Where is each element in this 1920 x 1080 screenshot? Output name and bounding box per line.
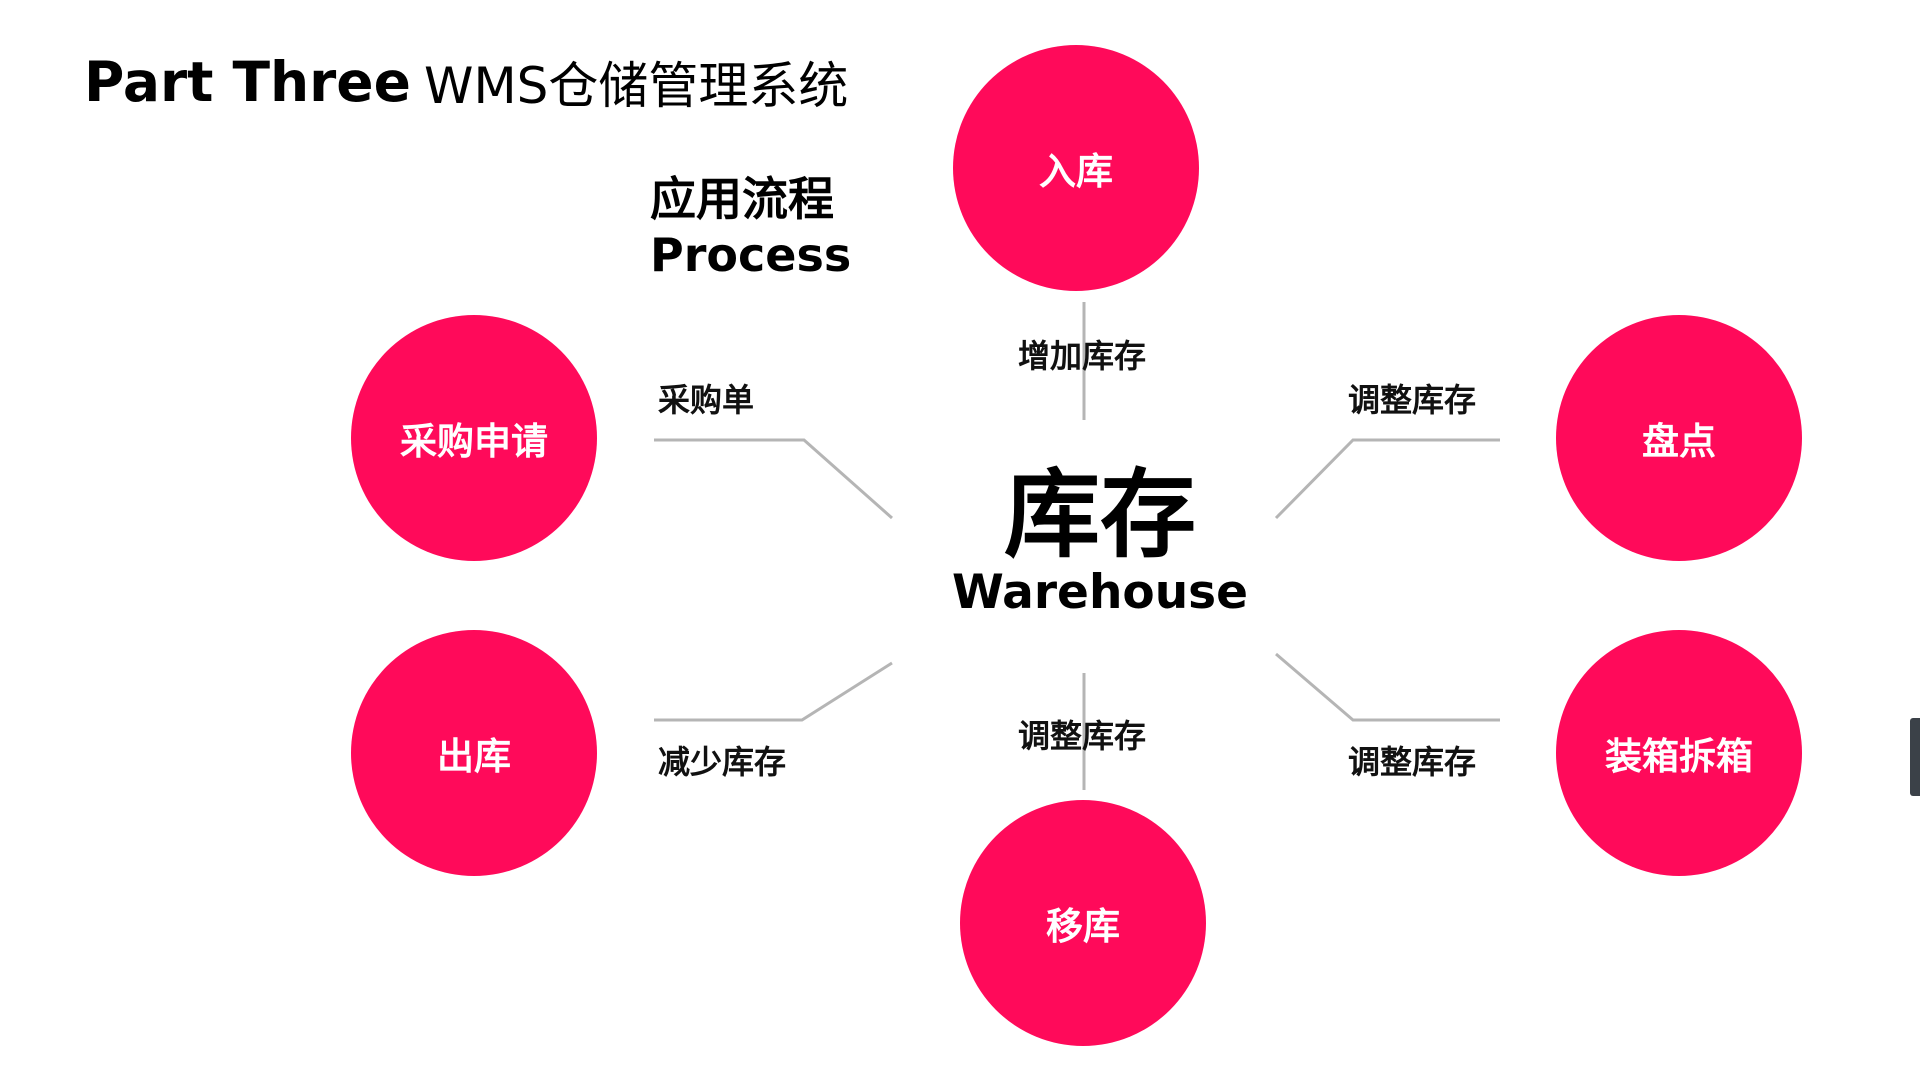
- node-transfer: 移库: [960, 800, 1206, 1046]
- node-inbound: 入库: [953, 45, 1199, 291]
- node-outbound-label: 出库: [437, 735, 511, 778]
- edge-label-stocktake: 调整库存: [1348, 381, 1477, 419]
- connector-upper-left: [654, 438, 893, 520]
- slide-title: WMS仓储管理系统: [424, 57, 849, 115]
- edge-label-pack-unpack: 调整库存: [1348, 743, 1477, 781]
- center-title-en: Warehouse: [952, 565, 1248, 620]
- node-pack-unpack: 装箱拆箱: [1556, 630, 1802, 876]
- connector-upper-right: [1274, 438, 1500, 520]
- node-outbound: 出库: [351, 630, 597, 876]
- center-title-cn: 库存: [1004, 459, 1196, 571]
- node-inbound-label: 入库: [1039, 150, 1113, 193]
- node-pack-unpack-label: 装箱拆箱: [1605, 735, 1753, 778]
- node-purchase-request-label: 采购申请: [400, 420, 548, 463]
- node-stocktake-label: 盘点: [1642, 420, 1716, 463]
- side-scroll-tab[interactable]: [1910, 718, 1920, 796]
- connector-lower-left: [654, 661, 893, 722]
- process-title-cn: 应用流程: [650, 172, 834, 226]
- edge-label-inbound: 增加库存: [1018, 337, 1147, 375]
- node-purchase-request: 采购申请: [351, 315, 597, 561]
- node-transfer-label: 移库: [1046, 905, 1120, 948]
- part-label: Part Three: [84, 50, 411, 114]
- edge-label-outbound: 减少库存: [658, 743, 787, 781]
- connector-lower-right: [1275, 652, 1500, 722]
- edge-label-purchase-request: 采购单: [658, 381, 755, 419]
- edge-label-transfer: 调整库存: [1018, 717, 1147, 755]
- node-stocktake: 盘点: [1556, 315, 1802, 561]
- process-title-en: Process: [650, 228, 852, 282]
